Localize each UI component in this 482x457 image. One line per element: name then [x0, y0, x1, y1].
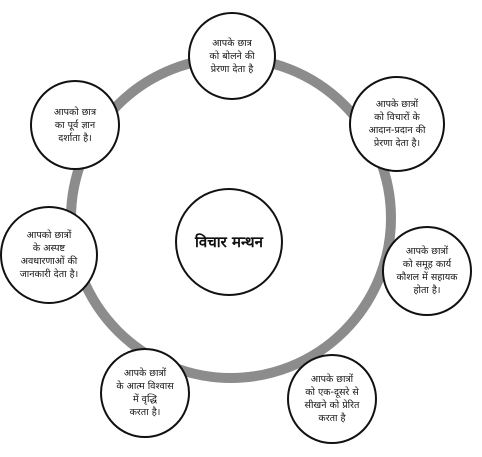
node-left: आपको छात्रों के अस्पष्ट अवधारणाओं की जान…: [0, 206, 98, 304]
node-top: आपके छात्र को बोलने की प्रेरणा देता है: [188, 12, 276, 100]
node-left-text: आपको छात्रों के अस्पष्ट अवधारणाओं की जान…: [19, 230, 79, 280]
node-right-text: आपके छात्रों को समूह कार्य कौशल में सहाय…: [396, 246, 458, 296]
node-top-left: आपको छात्र का पूर्व ज्ञान दर्शाता है।: [30, 80, 120, 170]
center-label: विचार मन्थन: [195, 232, 263, 251]
node-top-left-text: आपको छात्र का पूर्व ज्ञान दर्शाता है।: [53, 106, 97, 144]
node-top-right: आपके छात्रों को विचारों के आदान-प्रदान क…: [349, 76, 445, 172]
center-node: विचार मन्थन: [175, 188, 283, 296]
node-bottom-left: आपके छात्रों के आत्म विश्वास में वृद्धि …: [100, 348, 190, 438]
node-bottom-left-text: आपके छात्रों के आत्म विश्वास में वृद्धि …: [116, 368, 174, 418]
node-top-right-text: आपके छात्रों को विचारों के आदान-प्रदान क…: [368, 99, 426, 149]
node-top-text: आपके छात्र को बोलने की प्रेरणा देता है: [209, 37, 255, 75]
node-bottom-right: आपके छात्रों को एक-दूसरे से सीखने को प्र…: [287, 354, 377, 444]
node-bottom-right-text: आपके छात्रों को एक-दूसरे से सीखने को प्र…: [304, 374, 360, 424]
node-right: आपके छात्रों को समूह कार्य कौशल में सहाय…: [382, 226, 472, 316]
